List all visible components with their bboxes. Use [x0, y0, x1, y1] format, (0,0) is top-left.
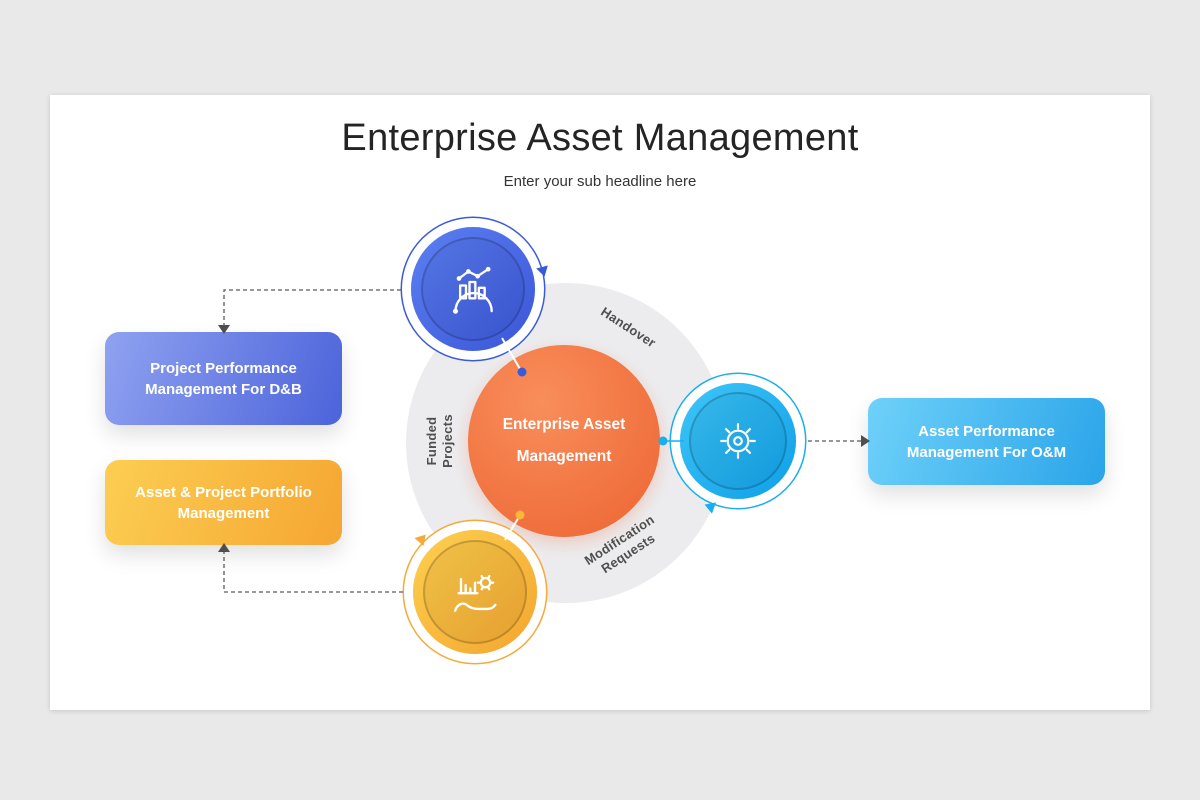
card-project-performance: Project Performance Management For D&B [105, 332, 342, 425]
card-project-performance-label: Project Performance Management For D&B [145, 359, 302, 398]
ring-label-funded-projects: Funded Projects [424, 414, 455, 468]
page-subtitle: Enter your sub headline here [503, 173, 697, 190]
node-asset-performance [680, 383, 796, 499]
center-node-line2: Management [516, 448, 612, 465]
node-inner-circle [689, 392, 787, 490]
hand-assets-icon [454, 574, 497, 612]
gear-maintenance-icon [720, 423, 756, 459]
analytics-chart-icon [452, 266, 493, 314]
page-title: Enterprise Asset Management [341, 117, 859, 159]
svg-text:Projects: Projects [440, 414, 455, 468]
node-inner-circle [423, 540, 527, 644]
node-project-performance [411, 227, 535, 351]
card-asset-performance-label: Asset Performance Management For O&M [906, 422, 1067, 461]
card-asset-portfolio-label: Asset & Project Portfolio Management [135, 483, 312, 522]
node-inner-circle [421, 237, 525, 341]
node-asset-portfolio [413, 530, 537, 654]
card-asset-performance: Asset Performance Management For O&M [868, 398, 1105, 485]
svg-text:Funded: Funded [424, 417, 439, 466]
slide: Enterprise Asset Management Enter your s… [50, 95, 1150, 710]
center-node-enterprise-asset-management: Enterprise Asset Management [468, 345, 660, 537]
center-node-line1: Enterprise Asset [502, 416, 626, 433]
card-asset-portfolio: Asset & Project Portfolio Management [105, 460, 342, 545]
